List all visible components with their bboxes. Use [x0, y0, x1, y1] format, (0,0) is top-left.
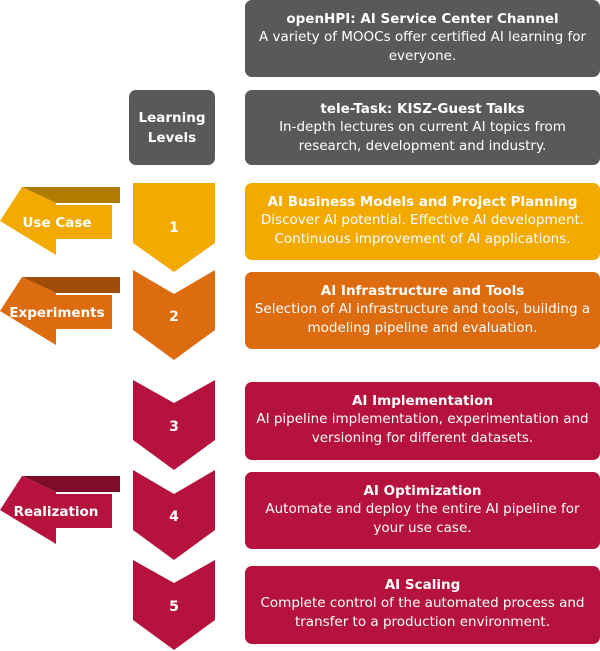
box-description: Automate and deploy the entire AI pipeli…	[265, 501, 580, 536]
ai-infrastructure-box: AI Infrastructure and Tools Selection of…	[245, 272, 600, 349]
step-number-5: 5	[169, 599, 179, 615]
ai-scaling-box: AI Scaling Complete control of the autom…	[245, 566, 600, 644]
box-title: AI Implementation	[351, 393, 494, 409]
learning-levels-line2: Levels	[147, 129, 197, 146]
box-title: AI Optimization	[363, 483, 482, 499]
realization-arrow: Realization	[0, 476, 120, 544]
box-description: Discover AI potential. Effective AI deve…	[260, 212, 585, 247]
box-description: A variety of MOOCs offer certified AI le…	[258, 29, 587, 64]
box-title: AI Scaling	[384, 577, 461, 593]
experiments-label: Experiments	[9, 305, 104, 321]
box-title: tele-Task: KISZ-Guest Talks	[320, 101, 525, 117]
box-description: Selection of AI infrastructure and tools…	[254, 301, 591, 336]
step-number-2: 2	[169, 309, 179, 325]
ai-implementation-box: AI Implementation AI pipeline implementa…	[245, 382, 600, 460]
box-description: Complete control of the automated proces…	[260, 595, 585, 630]
box-description: AI pipeline implementation, experimentat…	[256, 411, 589, 446]
box-title: AI Business Models and Project Planning	[267, 194, 578, 210]
realization-label: Realization	[14, 504, 99, 520]
use-case-label: Use Case	[22, 215, 91, 231]
box-title: openHPI: AI Service Center Channel	[286, 11, 559, 27]
tele-task-box: tele-Task: KISZ-Guest Talks In-depth lec…	[245, 90, 600, 165]
step-number-4: 4	[169, 509, 179, 525]
step-number-1: 1	[169, 220, 179, 236]
box-title: AI Infrastructure and Tools	[320, 283, 525, 299]
step-chevron-1	[133, 183, 215, 272]
experiments-arrow: Experiments	[0, 277, 120, 345]
use-case-arrow: Use Case	[0, 187, 120, 255]
learning-levels-line1: Learning	[138, 109, 206, 126]
box-description: In-depth lectures on current AI topics f…	[279, 119, 566, 154]
step-chevron-5	[133, 560, 215, 650]
step-chevron-2	[133, 270, 215, 360]
ai-optimization-box: AI Optimization Automate and deploy the …	[245, 472, 600, 549]
learning-levels-header: Learning Levels	[129, 90, 215, 165]
step-number-3: 3	[169, 419, 179, 435]
step-chevron-3	[133, 380, 215, 470]
ai-business-models-box: AI Business Models and Project Planning …	[245, 183, 600, 260]
step-chevron-4	[133, 470, 215, 560]
openhpi-box: openHPI: AI Service Center Channel A var…	[245, 0, 600, 77]
